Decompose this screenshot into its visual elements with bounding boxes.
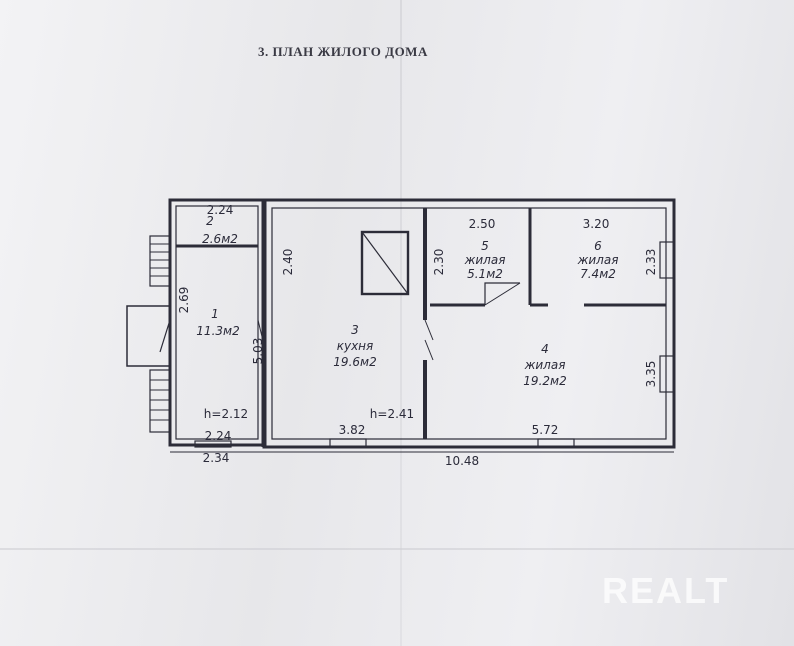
room6-number: 6	[594, 239, 602, 253]
dim-room2-width: 2.24	[207, 203, 234, 217]
room3-name: кухня	[337, 339, 374, 353]
dim-room5-depth: 2.30	[432, 249, 446, 276]
dim-room1-bottom: 2.24	[205, 429, 232, 443]
window-kitchen	[329, 438, 367, 448]
room3-number: 3	[351, 323, 359, 337]
walls	[126, 198, 676, 449]
height-main: h=2.41	[370, 407, 414, 421]
dim-room6-width: 3.20	[583, 217, 610, 231]
room1-number: 1	[211, 307, 219, 321]
window-annex	[194, 440, 232, 448]
door-entrance	[159, 319, 171, 353]
stair-room5-diag	[484, 282, 521, 306]
room1-area: 11.3м2	[196, 324, 239, 338]
door-kitchen-2	[424, 339, 434, 361]
door-annex-house	[257, 319, 265, 346]
dim-room4-depth: 3.35	[644, 361, 658, 388]
annex-inner-wall	[175, 205, 259, 440]
room6-name: жилая	[577, 253, 619, 267]
paper-fold-vertical	[400, 0, 402, 646]
window-room4	[659, 355, 675, 393]
stove-diagonal	[361, 231, 409, 295]
stair-treads	[150, 243, 170, 421]
dim-kitchen-depth: 2.40	[281, 249, 295, 276]
document-title: 3. ПЛАН ЖИЛОГО ДОМА	[258, 44, 428, 59]
room4-number: 4	[541, 342, 549, 356]
room5-area: 5.1м2	[467, 267, 503, 281]
dim-room1-side: 2.69	[177, 287, 191, 314]
dim-room4-width: 5.72	[532, 423, 559, 437]
room3-area: 19.6м2	[333, 355, 376, 369]
paper-fold-horizontal	[0, 548, 794, 550]
entrance-porch	[126, 305, 171, 367]
window-room6	[659, 241, 675, 279]
dim-room1-depth: 5.03	[251, 338, 265, 365]
door-kitchen	[424, 319, 434, 341]
room5-number: 5	[481, 239, 489, 253]
steps-top	[149, 235, 171, 287]
dim-annex-total: 2.34	[203, 451, 230, 465]
room4-area: 19.2м2	[523, 374, 566, 388]
room2-number: 2	[206, 214, 214, 228]
room5-name: жилая	[464, 253, 506, 267]
room2-area: 2.6м2	[202, 232, 238, 246]
steps-bottom	[149, 369, 171, 433]
dim-total-length: 10.48	[445, 454, 479, 468]
stair-room5	[484, 282, 520, 305]
room6-area: 7.4м2	[580, 267, 616, 281]
realt-watermark: REALT	[602, 570, 730, 611]
dim-kitchen-width: 3.82	[339, 423, 366, 437]
main-outer-wall	[262, 198, 676, 449]
window-room4-bottom	[537, 438, 575, 448]
room4-name: жилая	[524, 358, 566, 372]
height-annex: h=2.12	[204, 407, 248, 421]
dim-room6-depth: 2.33	[644, 249, 658, 276]
dim-room5-width: 2.50	[469, 217, 496, 231]
main-inner-wall	[271, 207, 667, 440]
stove	[360, 230, 410, 296]
